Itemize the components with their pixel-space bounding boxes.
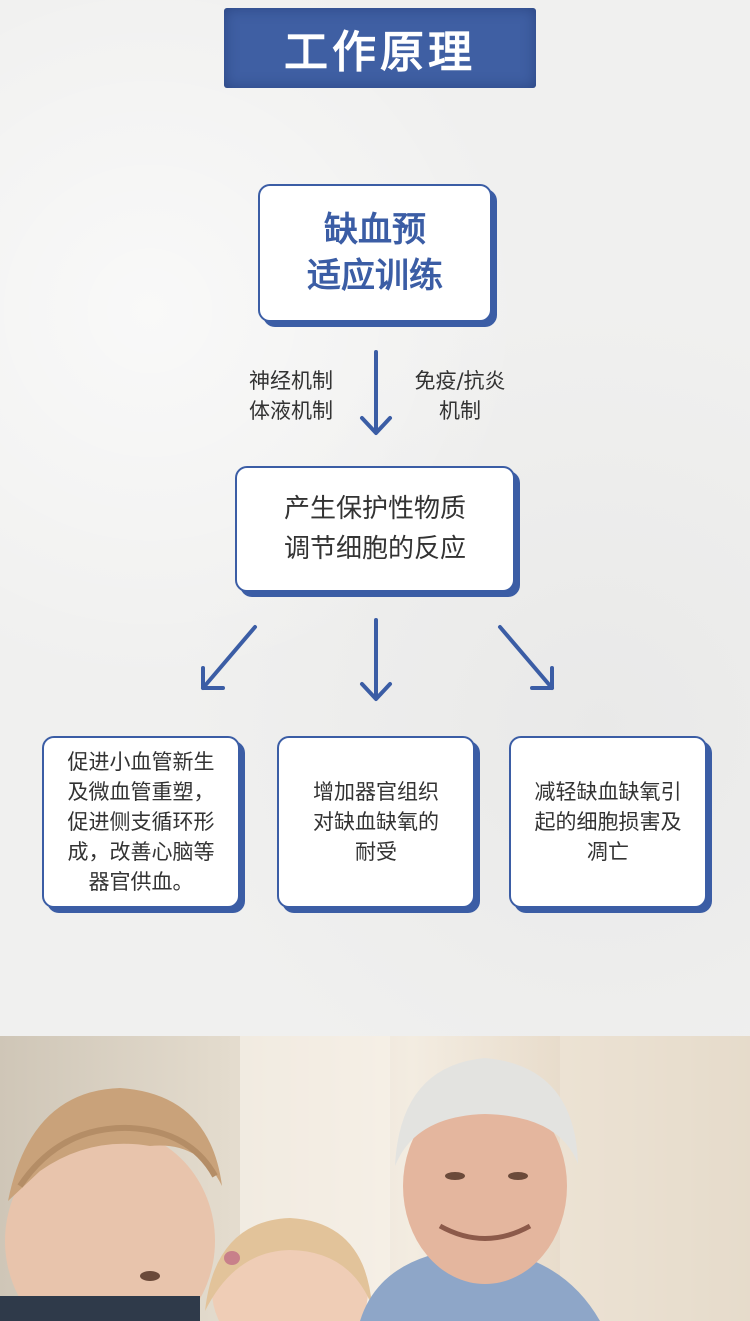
middle-box-line-1: 产生保护性物质 — [283, 494, 466, 524]
page-title: 工作原理 — [284, 27, 476, 78]
top-box: 缺血预 适应训练 — [258, 184, 492, 322]
outcome-3-line-2: 起的细胞损害及 — [534, 810, 682, 834]
arrow-down-right — [498, 625, 554, 690]
middle-box-line-2: 调节细胞的反应 — [283, 534, 466, 564]
arrow-label-left-line-1: 神经机制 — [249, 369, 333, 393]
outcome-1-line-4: 成，改善心脑等 — [67, 840, 215, 864]
flow-arrows — [201, 350, 554, 701]
outcome-1-line-3: 促进侧支循环形 — [67, 810, 215, 834]
top-box-line-2: 适应训练 — [307, 256, 443, 296]
arrow-label-right-line-2: 机制 — [439, 399, 481, 423]
outcome-2-line-1: 增加器官组织 — [313, 780, 439, 804]
arrow-label-left-line-2: 体液机制 — [249, 399, 333, 423]
outcome-1-line-2: 及微血管重塑， — [67, 780, 215, 804]
outcome-box-vessels: 促进小血管新生 及微血管重塑， 促进侧支循环形 成，改善心脑等 器官供血。 — [42, 736, 240, 908]
top-box-line-1: 缺血预 — [324, 210, 426, 250]
outcome-box-cell-protection: 减轻缺血缺氧引 起的细胞损害及 凋亡 — [509, 736, 707, 908]
arrow-down-center — [360, 618, 392, 701]
arrow-label-right: 免疫/抗炎 机制 — [398, 366, 522, 426]
middle-box: 产生保护性物质 调节细胞的反应 — [235, 466, 515, 592]
title-banner: 工作原理 — [224, 8, 536, 88]
family-photo — [0, 1036, 750, 1321]
arrow-label-left: 神经机制 体液机制 — [232, 366, 350, 426]
outcome-2-line-3: 耐受 — [355, 840, 397, 864]
boy-figure — [0, 1088, 222, 1321]
girl-figure — [205, 1218, 372, 1321]
arrow-down-top — [360, 350, 392, 435]
outcome-3-line-1: 减轻缺血缺氧引 — [534, 780, 682, 804]
grandfather-figure — [360, 1058, 600, 1321]
arrow-label-right-line-1: 免疫/抗炎 — [414, 369, 506, 393]
family-photo-illustration — [0, 1036, 750, 1321]
outcome-1-line-5: 器官供血。 — [88, 870, 194, 894]
outcome-3-line-3: 凋亡 — [587, 840, 629, 864]
outcome-box-tolerance: 增加器官组织 对缺血缺氧的 耐受 — [277, 736, 475, 908]
outcome-1-line-1: 促进小血管新生 — [67, 750, 215, 774]
outcome-2-line-2: 对缺血缺氧的 — [313, 810, 439, 834]
arrow-down-left — [201, 625, 257, 690]
